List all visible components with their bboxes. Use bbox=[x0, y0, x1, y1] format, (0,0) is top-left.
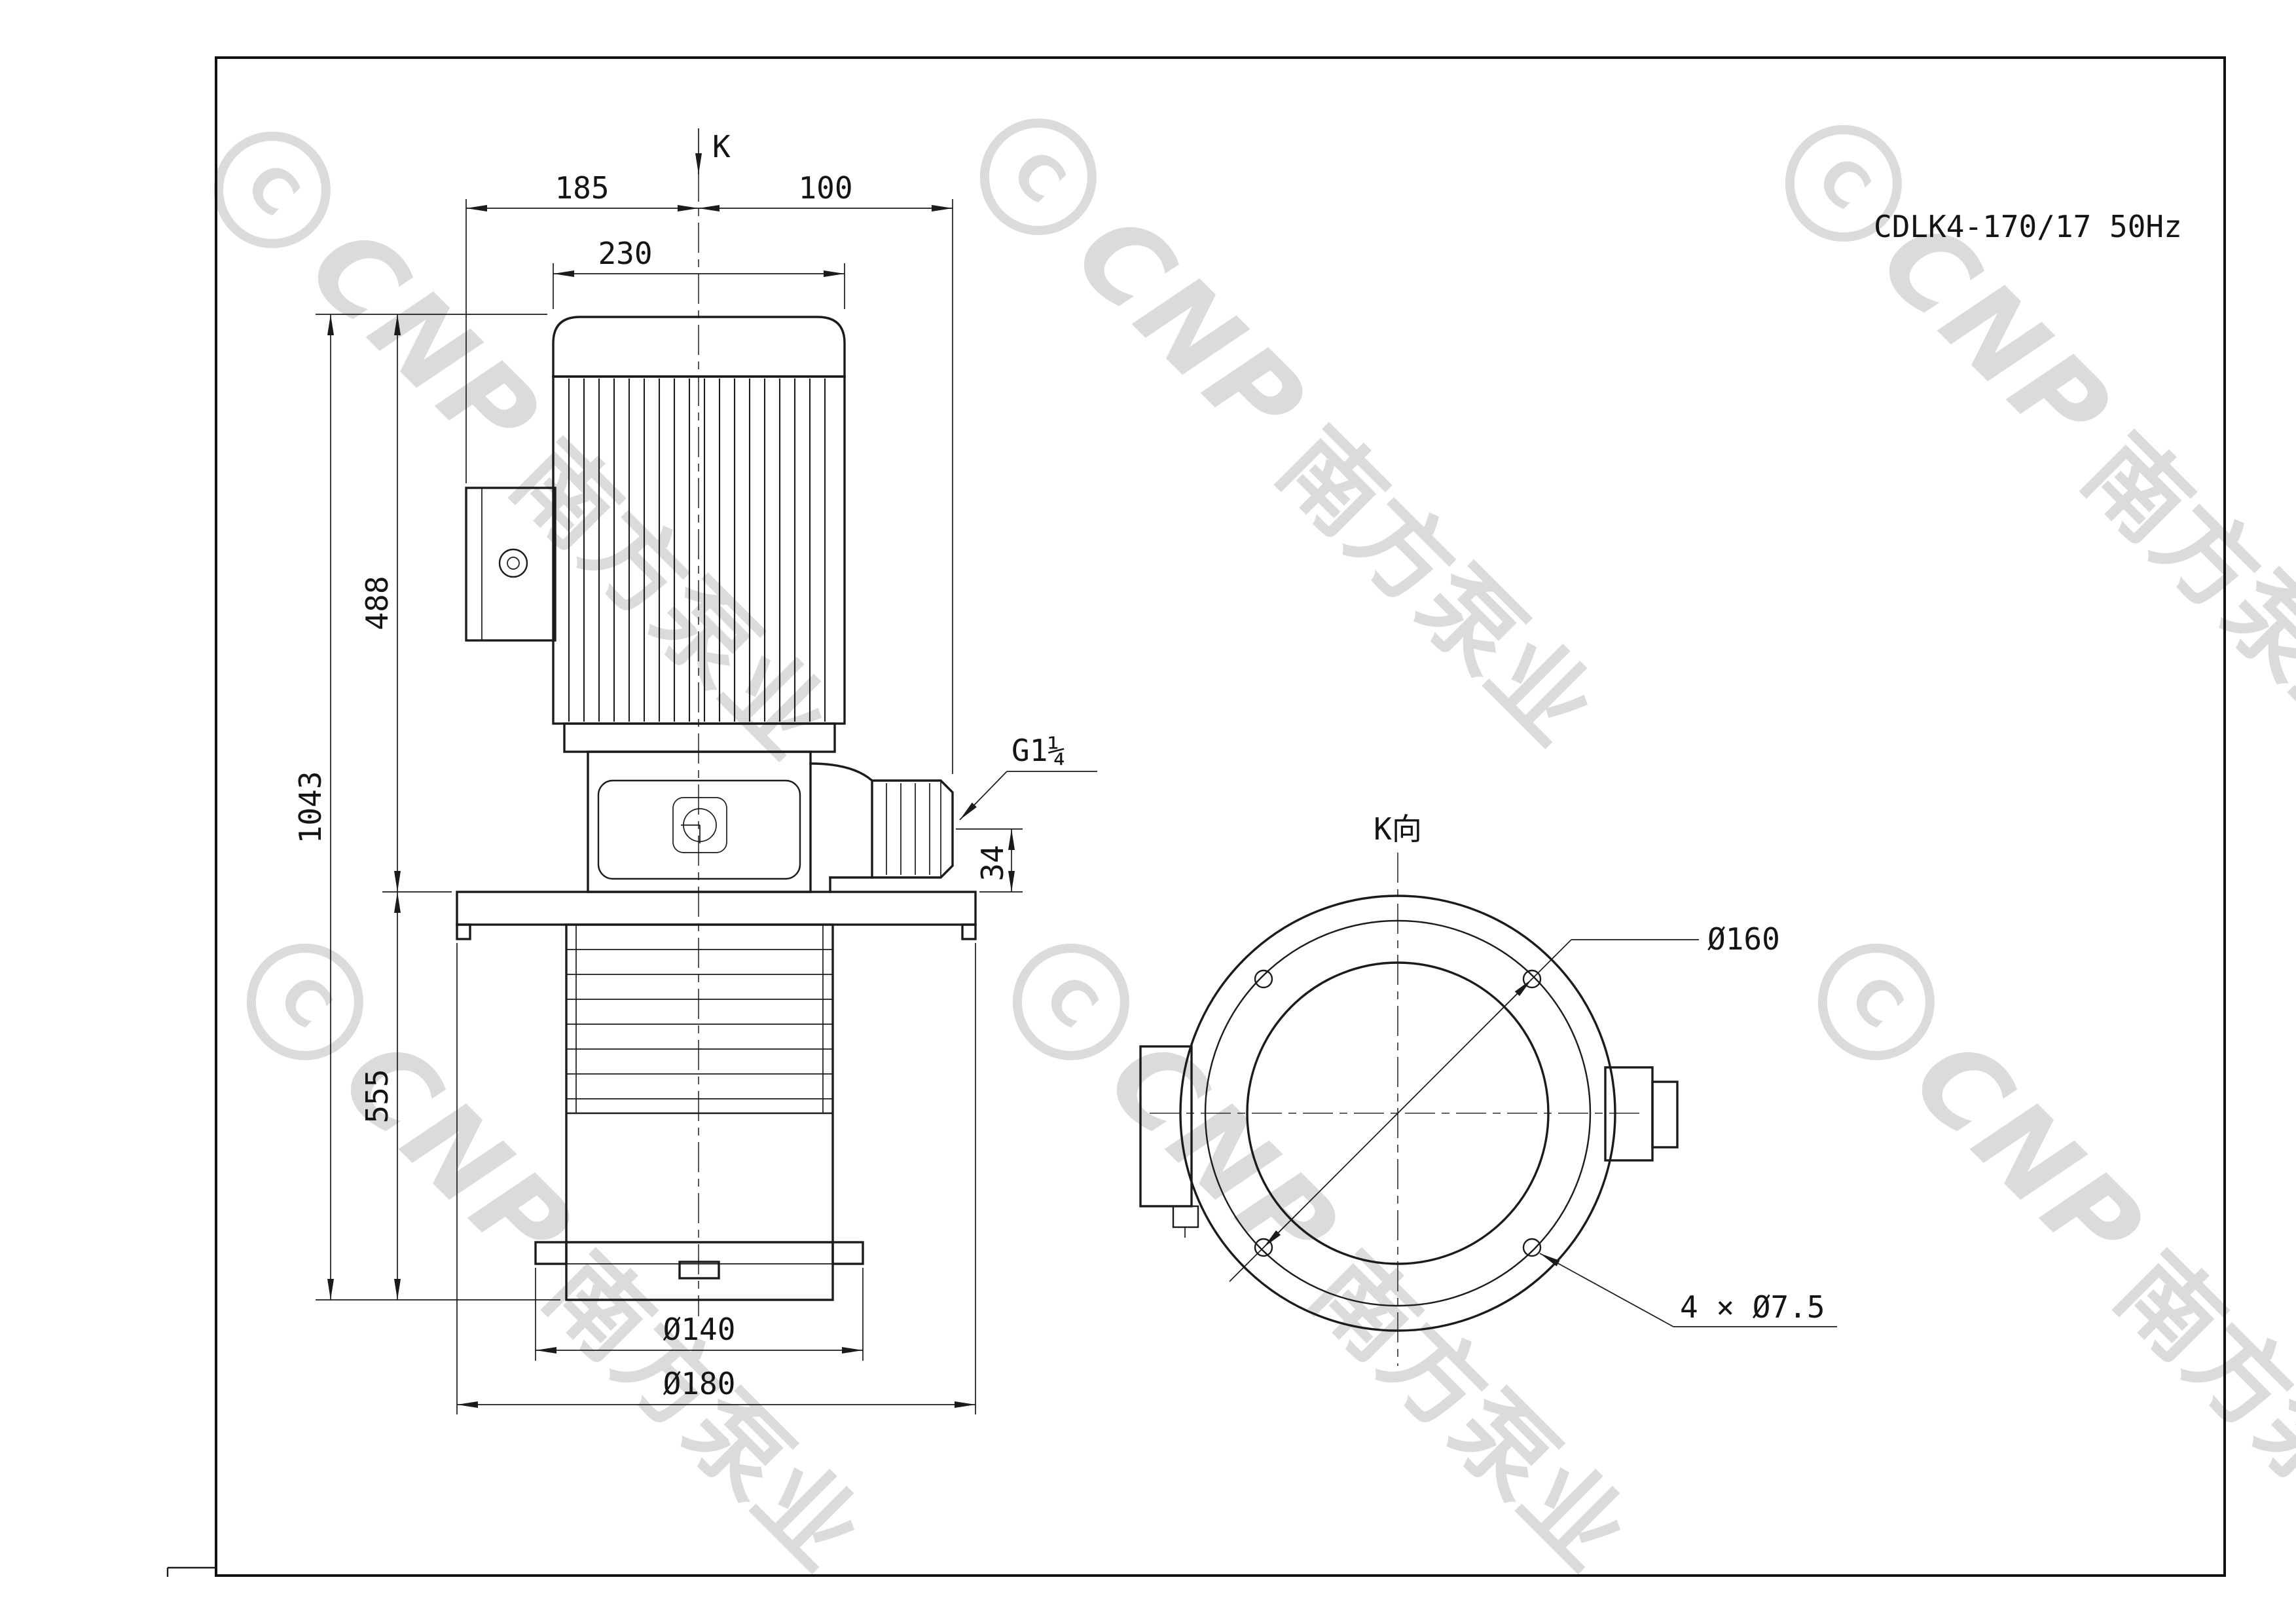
corner-mark bbox=[166, 1566, 217, 1577]
dim-185: 185 bbox=[555, 170, 609, 206]
outlet-port-projection bbox=[1604, 1066, 1679, 1162]
motor-flange bbox=[563, 722, 836, 753]
cable-gland bbox=[498, 548, 528, 578]
k-direction-label: K bbox=[712, 129, 731, 164]
flange-outer-circle bbox=[1179, 895, 1616, 1332]
dim-100: 100 bbox=[798, 170, 852, 206]
k-view: Ø160 4 × Ø7.5 K向 bbox=[1139, 811, 1837, 1366]
outlet-port bbox=[809, 762, 954, 893]
k-view-label: K向 bbox=[1374, 811, 1422, 847]
coupling-clamp bbox=[681, 808, 717, 843]
front-view: K bbox=[293, 128, 1097, 1414]
dim-dia140: Ø140 bbox=[663, 1312, 736, 1347]
flange-inner-rim bbox=[1204, 919, 1592, 1307]
pump-barrel bbox=[534, 923, 864, 1301]
barrel-circle bbox=[1246, 961, 1550, 1265]
thread-label: G1¼ bbox=[1011, 733, 1066, 768]
border-frame bbox=[215, 56, 2226, 1577]
dim-dia180: Ø180 bbox=[663, 1366, 736, 1401]
dim-dia160: Ø160 bbox=[1707, 921, 1780, 957]
dim-488: 488 bbox=[359, 576, 395, 630]
motor-ribs bbox=[568, 378, 826, 722]
dim-555: 555 bbox=[359, 1069, 395, 1123]
extension-lines bbox=[316, 199, 1023, 1414]
dim-34: 34 bbox=[975, 845, 1010, 881]
suction-base bbox=[534, 1241, 864, 1280]
stage-lines bbox=[566, 949, 833, 1115]
coupling-guard bbox=[672, 797, 727, 853]
dimension-lines bbox=[327, 205, 1015, 1408]
terminal-box bbox=[465, 487, 556, 642]
k-direction-arrow: K bbox=[695, 128, 731, 174]
mounting-plate bbox=[456, 891, 977, 940]
holes-label: 4 × Ø7.5 bbox=[1680, 1289, 1825, 1325]
coupling-lantern bbox=[587, 750, 812, 893]
holes-callout: 4 × Ø7.5 bbox=[1539, 1253, 1837, 1327]
dim-230: 230 bbox=[598, 236, 652, 271]
motor-body bbox=[552, 375, 846, 725]
thread-callout: G1¼ bbox=[959, 733, 1097, 821]
bolt-circle-dimension: Ø160 bbox=[1229, 921, 1780, 1282]
drawing-title: CDLK4-170/17 50Hz bbox=[1874, 209, 2182, 244]
dim-1043: 1043 bbox=[293, 771, 328, 844]
terminal-box-projection bbox=[1139, 1045, 1199, 1238]
